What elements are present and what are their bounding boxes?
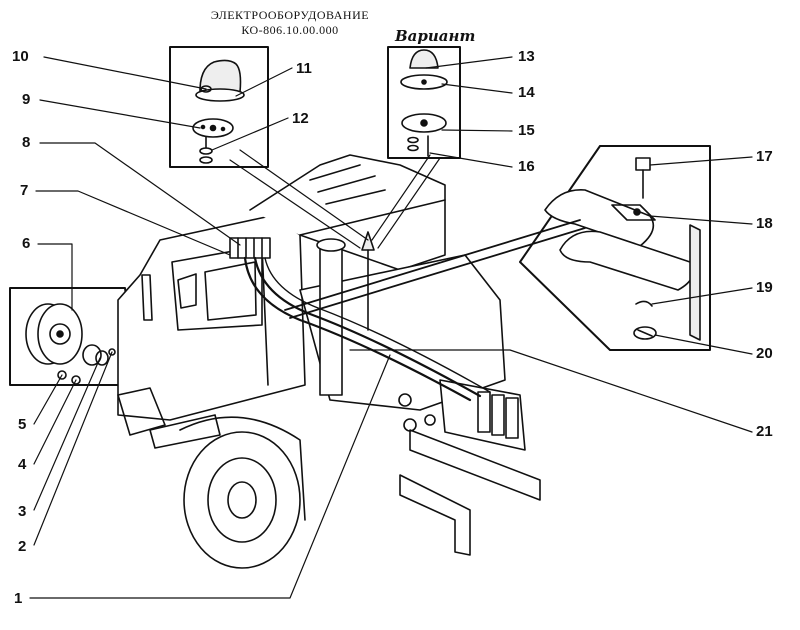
inset-motor xyxy=(9,287,131,386)
callout-8: 8 xyxy=(22,134,31,151)
variant-label: Вариант xyxy=(395,27,476,45)
callout-12: 12 xyxy=(292,110,309,127)
callout-17: 17 xyxy=(756,148,773,165)
diagram-code: КО-806.10.00.000 xyxy=(241,23,339,37)
callout-3: 3 xyxy=(18,503,27,520)
callout-20: 20 xyxy=(756,345,773,362)
inset-clamp xyxy=(519,145,711,351)
callout-1: 1 xyxy=(14,590,23,607)
leader-lines xyxy=(29,56,753,599)
callout-13: 13 xyxy=(518,48,535,65)
callout-21: 21 xyxy=(756,423,773,440)
callout-5: 5 xyxy=(18,416,27,433)
truck-outline xyxy=(117,154,541,569)
callout-6: 6 xyxy=(22,235,31,252)
callout-9: 9 xyxy=(22,91,31,108)
callout-14: 14 xyxy=(518,84,535,101)
wiring-harness xyxy=(243,219,586,402)
callout-11: 11 xyxy=(296,60,312,77)
callout-10: 10 xyxy=(12,48,29,65)
inset-beacon xyxy=(169,46,269,168)
callout-19: 19 xyxy=(756,279,773,296)
callout-16: 16 xyxy=(518,158,535,175)
diagram-title: ЭЛЕКТРООБОРУДОВАНИЕ xyxy=(210,8,370,22)
callout-15: 15 xyxy=(518,122,535,139)
callout-2: 2 xyxy=(18,538,27,555)
callout-18: 18 xyxy=(756,215,773,232)
inset-variant xyxy=(387,46,461,159)
callout-4: 4 xyxy=(18,456,27,473)
callout-7: 7 xyxy=(20,182,29,199)
